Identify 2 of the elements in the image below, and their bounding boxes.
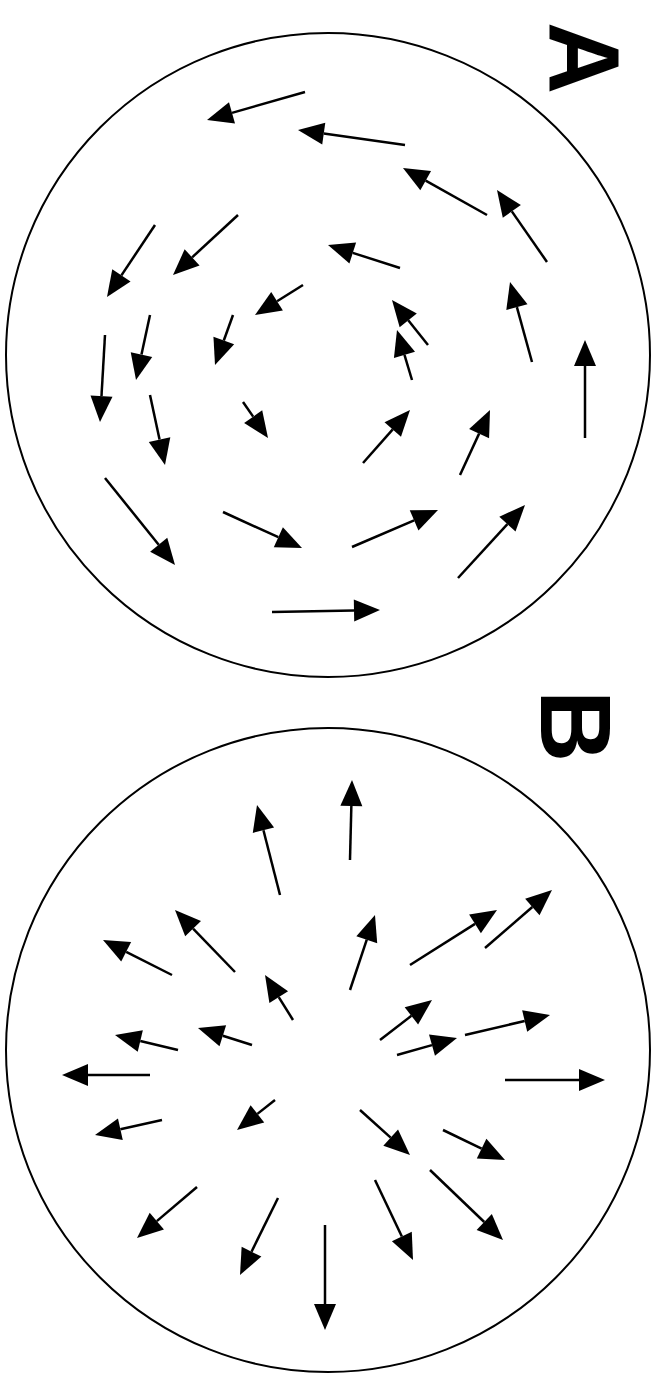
panel-letter: B [526, 689, 627, 763]
panel-letter: A [534, 21, 635, 95]
